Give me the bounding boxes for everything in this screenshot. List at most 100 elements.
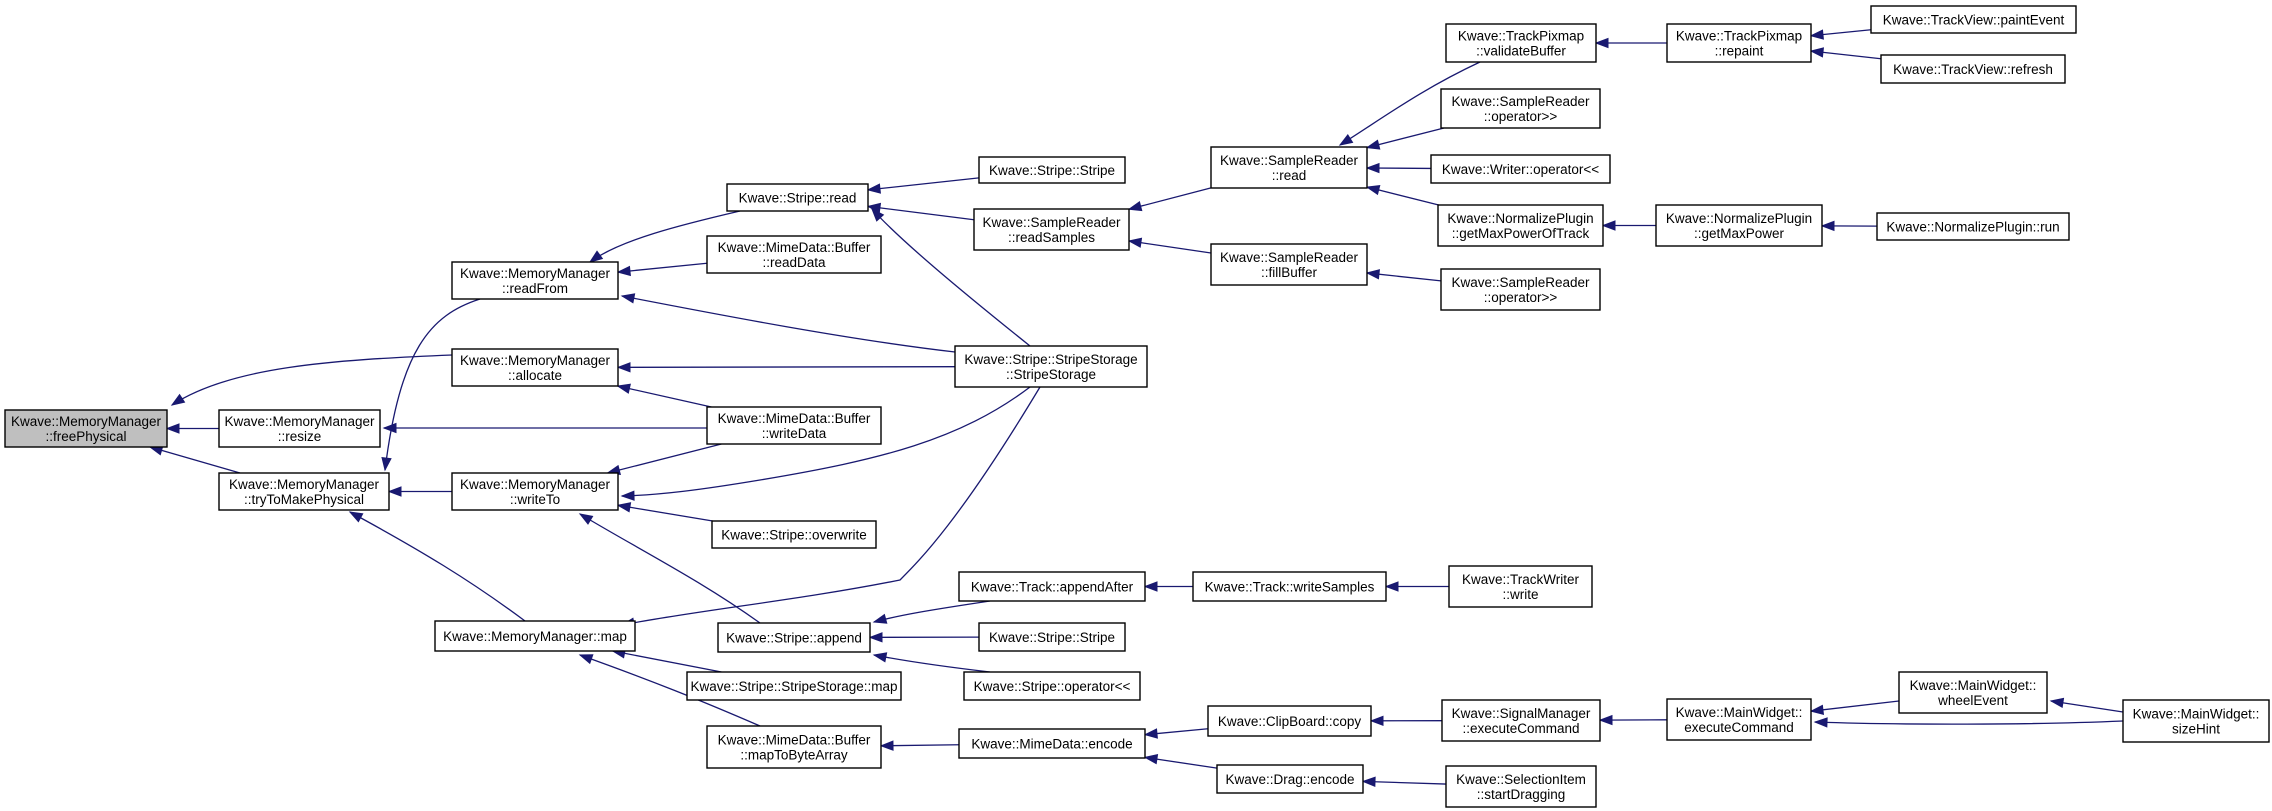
node-label: Kwave::MemoryManager bbox=[460, 477, 611, 492]
node-sr_opshr2[interactable]: Kwave::SampleReader::operator>> bbox=[1440, 268, 1601, 311]
node-np_run[interactable]: Kwave::NormalizePlugin::run bbox=[1876, 212, 2070, 241]
node-clip_copy[interactable]: Kwave::ClipBoard::copy bbox=[1207, 705, 1372, 737]
edge-mm_writeTo-to-mm_tryToMakePhysical bbox=[387, 486, 452, 497]
node-sr_fillBuffer[interactable]: Kwave::SampleReader::fillBuffer bbox=[1210, 243, 1368, 286]
node-box bbox=[434, 620, 636, 652]
node-drag_encode[interactable]: Kwave::Drag::encode bbox=[1216, 764, 1364, 794]
edge-clip_copy-to-mime_encode bbox=[1143, 728, 1209, 739]
node-box bbox=[1448, 565, 1593, 608]
node-sr_readSamples[interactable]: Kwave::SampleReader::readSamples bbox=[973, 208, 1130, 251]
node-tw_write[interactable]: Kwave::TrackWriter::write bbox=[1448, 565, 1593, 608]
node-label: Kwave::MemoryManager::map bbox=[443, 629, 627, 644]
node-box bbox=[1655, 204, 1823, 247]
edge-line bbox=[1810, 700, 1900, 712]
node-label: ::StripeStorage bbox=[1006, 367, 1096, 382]
edge-line bbox=[871, 208, 1031, 347]
node-mm_writeTo[interactable]: Kwave::MemoryManager::writeTo bbox=[451, 472, 619, 511]
arrowhead-icon bbox=[165, 423, 180, 434]
node-tp_validateBuffer[interactable]: Kwave::TrackPixmap::validateBuffer bbox=[1445, 23, 1597, 63]
node-box bbox=[1666, 698, 1812, 741]
arrowhead-icon bbox=[1365, 185, 1381, 196]
node-label: Kwave::Stripe::operator<< bbox=[974, 679, 1131, 694]
node-tv_paintEvent[interactable]: Kwave::TrackView::paintEvent bbox=[1870, 5, 2077, 34]
arrowhead-icon bbox=[616, 362, 631, 373]
edge-line bbox=[617, 262, 708, 273]
arrowhead-icon bbox=[1384, 581, 1399, 592]
node-label: ::writeTo bbox=[510, 492, 560, 507]
edge-line bbox=[621, 295, 956, 353]
edge-line bbox=[149, 446, 241, 474]
node-ss_ctor[interactable]: Kwave::Stripe::StripeStorage::StripeStor… bbox=[954, 345, 1148, 388]
arrowhead-icon bbox=[872, 613, 888, 624]
edge-line bbox=[873, 654, 991, 673]
node-box bbox=[686, 671, 902, 701]
node-label: executeCommand bbox=[1684, 720, 1794, 735]
node-mm_resize[interactable]: Kwave::MemoryManager::resize bbox=[218, 409, 381, 448]
arrowhead-icon bbox=[620, 293, 636, 304]
edge-line bbox=[867, 177, 980, 191]
arrowhead-icon bbox=[382, 422, 397, 434]
node-label: Kwave::Stripe::StripeStorage bbox=[964, 352, 1137, 367]
arrowhead-icon bbox=[387, 486, 402, 497]
node-stripe_read[interactable]: Kwave::Stripe::read bbox=[726, 183, 869, 212]
node-box bbox=[1216, 764, 1364, 794]
node-sm_executeCommand[interactable]: Kwave::SignalManager::executeCommand bbox=[1441, 699, 1601, 742]
node-tp_repaint[interactable]: Kwave::TrackPixmap::repaint bbox=[1666, 23, 1812, 63]
edge-line bbox=[1339, 61, 1481, 146]
node-np_getMaxPower[interactable]: Kwave::NormalizePlugin::getMaxPower bbox=[1655, 204, 1823, 247]
arrowhead-icon bbox=[871, 207, 885, 222]
arrowhead-icon bbox=[1809, 704, 1825, 715]
node-mm_readFrom[interactable]: Kwave::MemoryManager::readFrom bbox=[451, 261, 619, 300]
node-sr_opshr1[interactable]: Kwave::SampleReader::operator>> bbox=[1440, 88, 1601, 129]
node-root[interactable]: Kwave::MemoryManager::freePhysical bbox=[4, 409, 168, 448]
node-stripe_ctor2[interactable]: Kwave::Stripe::Stripe bbox=[978, 622, 1126, 652]
node-mime_encode[interactable]: Kwave::MimeData::encode bbox=[958, 728, 1146, 759]
node-box bbox=[1441, 699, 1601, 742]
node-tv_refresh[interactable]: Kwave::TrackView::refresh bbox=[1880, 54, 2066, 84]
node-box bbox=[4, 409, 168, 448]
node-stripe_ctor1[interactable]: Kwave::Stripe::Stripe bbox=[978, 156, 1126, 184]
node-mime_writeData[interactable]: Kwave::MimeData::Buffer::writeData bbox=[706, 406, 882, 445]
arrowhead-icon bbox=[1127, 201, 1143, 212]
node-label: Kwave::SampleReader bbox=[1220, 250, 1359, 265]
node-np_getMaxPowerOfTrack[interactable]: Kwave::NormalizePlugin::getMaxPowerOfTra… bbox=[1437, 204, 1604, 247]
node-mm_allocate[interactable]: Kwave::MemoryManager::allocate bbox=[451, 348, 619, 387]
node-label: sizeHint bbox=[2172, 722, 2220, 737]
node-mw_wheelEvent[interactable]: Kwave::MainWidget::wheelEvent bbox=[1898, 671, 2048, 714]
node-box bbox=[451, 348, 619, 387]
node-track_writeSamples[interactable]: Kwave::Track::writeSamples bbox=[1192, 571, 1387, 602]
edge-mime_writeData-to-mm_resize bbox=[382, 422, 707, 434]
node-stripe_append[interactable]: Kwave::Stripe::append bbox=[717, 622, 871, 653]
node-label: Kwave::Stripe::overwrite bbox=[721, 528, 867, 543]
node-writer_opshl[interactable]: Kwave::Writer::operator<< bbox=[1430, 154, 1611, 184]
edge-stripe_append-to-mm_writeTo bbox=[578, 513, 761, 624]
node-label: ::getMaxPower bbox=[1694, 226, 1785, 241]
node-track_appendAfter[interactable]: Kwave::Track::appendAfter bbox=[958, 571, 1146, 602]
edge-stripe_overwrite-to-mm_writeTo bbox=[616, 502, 713, 522]
node-mime_mapToByteArray[interactable]: Kwave::MimeData::Buffer::mapToByteArray bbox=[706, 725, 882, 769]
node-stripe_overwrite[interactable]: Kwave::Stripe::overwrite bbox=[711, 520, 877, 549]
node-mw_sizeHint[interactable]: Kwave::MainWidget::sizeHint bbox=[2122, 699, 2270, 743]
node-box bbox=[1440, 268, 1601, 311]
edge-ss_map-to-mm_map bbox=[611, 648, 722, 673]
edge-track_appendAfter-to-stripe_append bbox=[872, 600, 991, 624]
node-mm_tryToMakePhysical[interactable]: Kwave::MemoryManager::tryToMakePhysical bbox=[218, 472, 390, 511]
node-stripe_opshl[interactable]: Kwave::Stripe::operator<< bbox=[963, 671, 1141, 701]
node-label: ::executeCommand bbox=[1462, 721, 1579, 736]
node-box bbox=[1210, 243, 1368, 286]
node-label: ::operator>> bbox=[1484, 290, 1558, 305]
node-label: Kwave::MemoryManager bbox=[11, 414, 162, 429]
node-ss_map[interactable]: Kwave::Stripe::StripeStorage::map bbox=[686, 671, 902, 701]
arrowhead-icon bbox=[578, 654, 594, 665]
node-mm_map[interactable]: Kwave::MemoryManager::map bbox=[434, 620, 636, 652]
node-mime_readData[interactable]: Kwave::MimeData::Buffer::readData bbox=[706, 235, 882, 274]
edge-line bbox=[867, 205, 975, 221]
node-label: ::validateBuffer bbox=[1476, 44, 1566, 59]
edge-line bbox=[579, 513, 761, 624]
node-sr_read[interactable]: Kwave::SampleReader::read bbox=[1210, 146, 1368, 189]
node-label: Kwave::SampleReader bbox=[1451, 94, 1590, 109]
edge-line bbox=[617, 366, 956, 368]
node-si_startDragging[interactable]: Kwave::SelectionItem::startDragging bbox=[1445, 765, 1597, 808]
node-box bbox=[706, 725, 882, 769]
node-mw_executeCommand[interactable]: Kwave::MainWidget::executeCommand bbox=[1666, 698, 1812, 741]
